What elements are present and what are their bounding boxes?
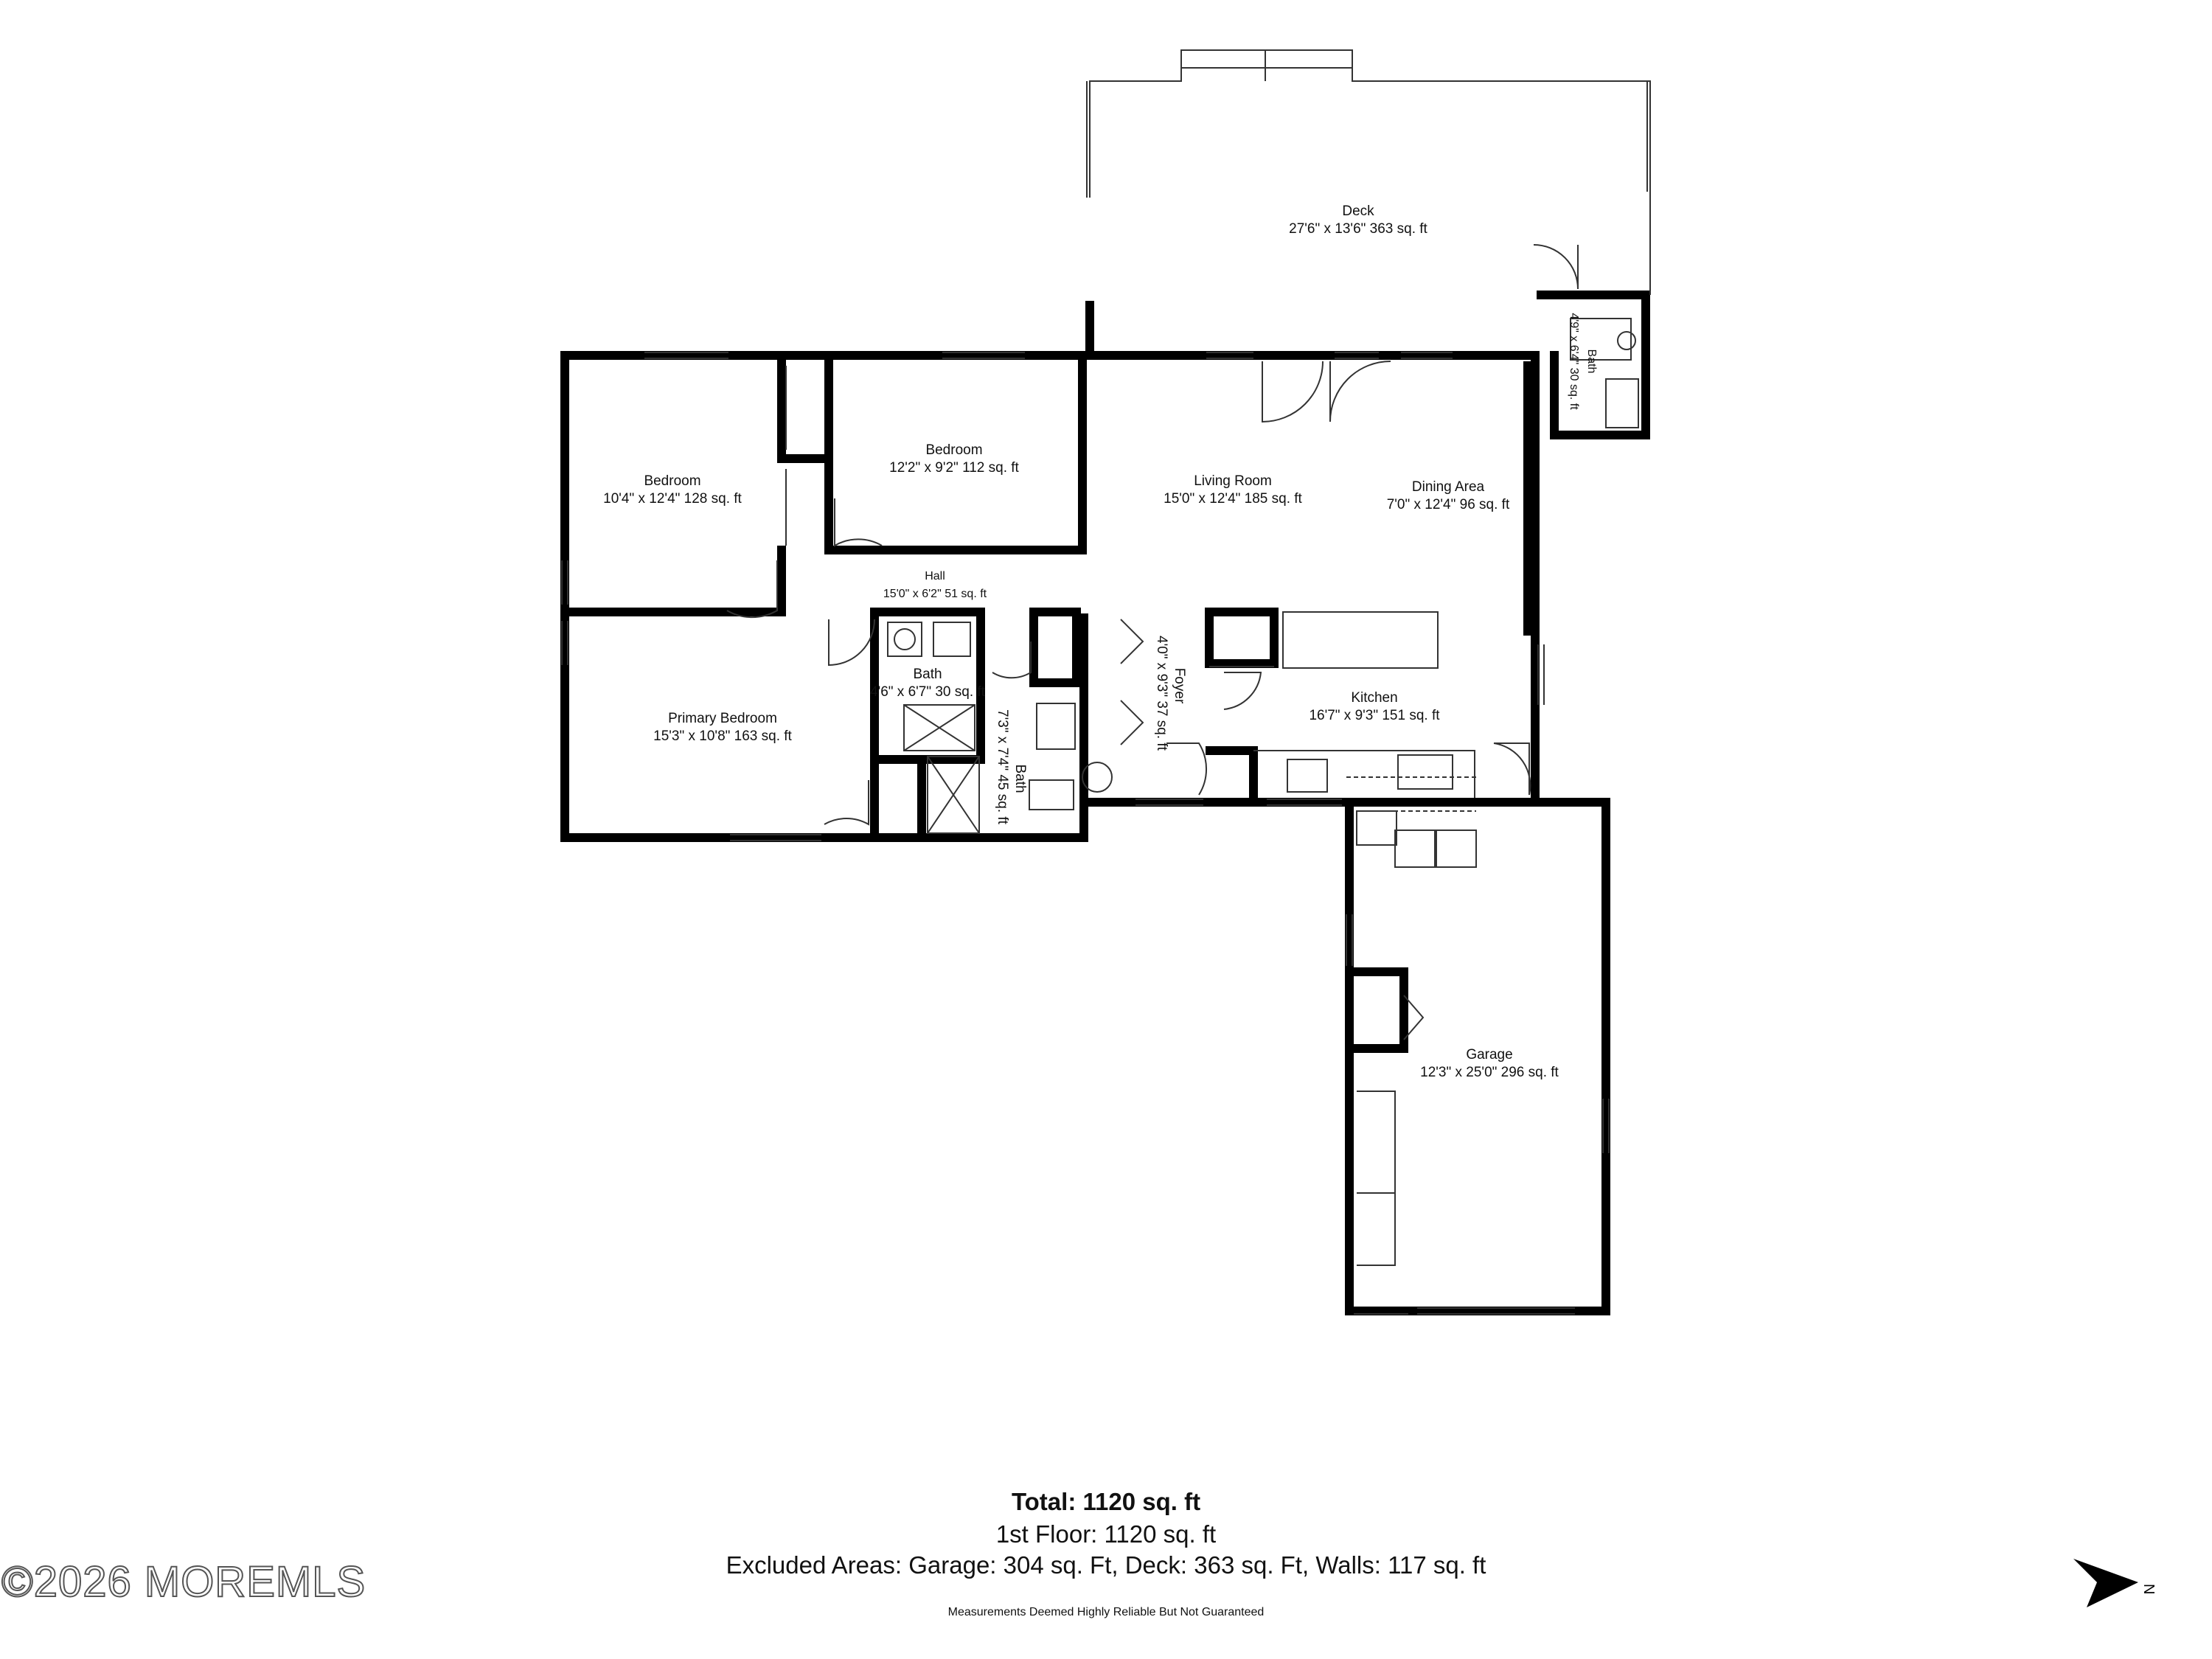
room-name-primary-bedroom: Primary Bedroom	[668, 711, 777, 726]
room-dims-garage: 12'3" x 25'0" 296 sq. ft	[1420, 1065, 1559, 1080]
room-dims-bath-primary: 4'6" x 6'7" 30 sq. ft	[870, 684, 986, 700]
floor-area: 1st Floor: 1120 sq. ft	[995, 1520, 1217, 1548]
room-name-dining-area: Dining Area	[1412, 479, 1485, 495]
north-arrow-icon: N	[2073, 1559, 2157, 1607]
room-name-bath-primary: Bath	[913, 667, 942, 682]
thin-lines	[561, 49, 1651, 1315]
watermark-text: ©2026 MOREMLS	[1, 1557, 366, 1607]
room-dims-primary-bedroom: 15'3" x 10'8" 163 sq. ft	[653, 728, 792, 744]
room-dims-dining-area: 7'0" x 12'4" 96 sq. ft	[1387, 497, 1510, 512]
room-dims-hall: 15'0" x 6'2" 51 sq. ft	[883, 588, 987, 600]
room-dims-bedroom-2: 12'2" x 9'2" 112 sq. ft	[889, 460, 1019, 476]
room-dims-kitchen: 16'7" x 9'3" 151 sq. ft	[1309, 708, 1440, 723]
room-labels: Deck 27'6" x 13'6" 363 sq. ft Bath 4'9" …	[603, 204, 1598, 1080]
room-name-deck: Deck	[1342, 204, 1374, 219]
excluded-areas: Excluded Areas: Garage: 304 sq. Ft, Deck…	[726, 1551, 1486, 1579]
room-dims-living-room: 15'0" x 12'4" 185 sq. ft	[1164, 491, 1302, 507]
walls	[560, 291, 1650, 1315]
room-dims-bath-hall: 7'3" x 7'4" 45 sq. ft	[995, 709, 1010, 825]
disclaimer: Measurements Deemed Highly Reliable But …	[947, 1606, 1265, 1618]
room-name-bedroom-1: Bedroom	[644, 473, 700, 489]
room-name-bath-hall: Bath	[1012, 764, 1028, 793]
dining-wall-strip	[1523, 361, 1537, 636]
room-dims-foyer: 4'0" x 9'3" 37 sq. ft	[1154, 636, 1169, 751]
room-dims-bath-deck: 4'9" x 6'4" 30 sq. ft	[1568, 313, 1580, 410]
room-name-hall: Hall	[925, 570, 945, 582]
room-dims-deck: 27'6" x 13'6" 363 sq. ft	[1289, 221, 1427, 237]
room-name-foyer: Foyer	[1172, 668, 1187, 704]
compass-label: N	[2140, 1584, 2157, 1594]
room-name-bath-deck: Bath	[1585, 349, 1598, 374]
room-name-bedroom-2: Bedroom	[925, 442, 982, 458]
total-area: Total: 1120 sq. ft	[1011, 1488, 1201, 1515]
room-name-garage: Garage	[1466, 1047, 1512, 1062]
room-name-living-room: Living Room	[1194, 473, 1272, 489]
room-name-kitchen: Kitchen	[1351, 690, 1397, 706]
room-dims-bedroom-1: 10'4" x 12'4" 128 sq. ft	[603, 491, 742, 507]
